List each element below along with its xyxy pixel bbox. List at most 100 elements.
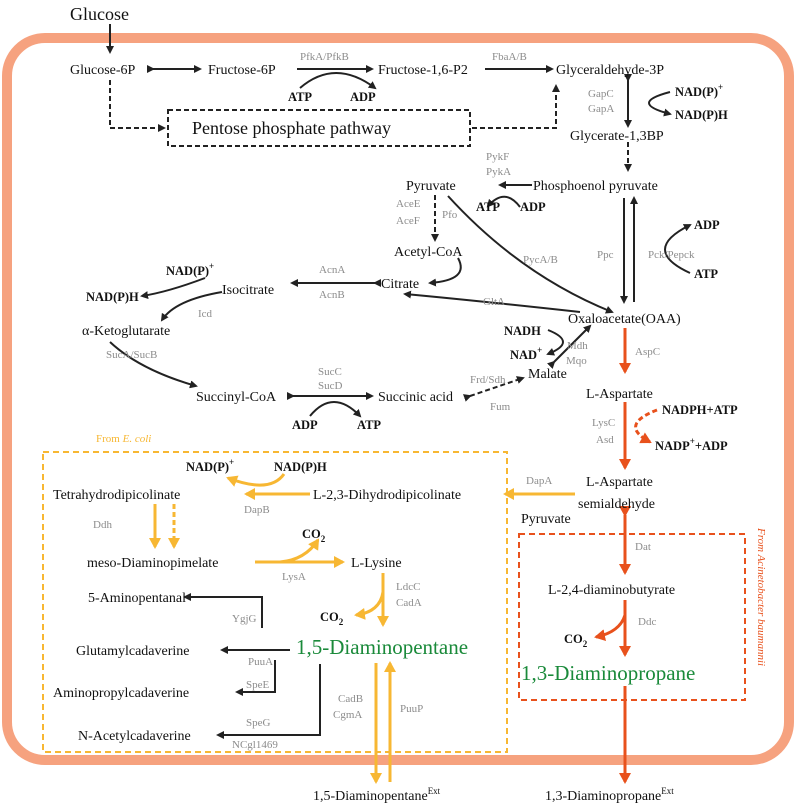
label-malate: Malate [528,367,567,382]
enzyme-ygjg: YgjG [232,613,257,625]
label-pyruvate: Pyruvate [406,179,456,194]
arrow-nadh-nad-mdh [546,329,564,356]
product-dapentane: 1,5-Diaminopentane [296,635,468,659]
enzyme-pck: Pck/Pepck [648,249,695,261]
cof-atp-suc: ATP [357,418,381,432]
ecoli-module-box [42,451,508,753]
arrow-succinic-malate [463,376,525,402]
enzyme-sucd: SucD [318,380,343,392]
acinetobacter-module-box [518,533,746,701]
label-meso: meso-Diaminopimelate [87,556,218,571]
label-g6p: Glucose-6P [70,63,136,78]
enzyme-asd: Asd [596,434,614,446]
arrow-ldcc-co2 [354,591,385,620]
cof-nadph-atp: NADPH+ATP [662,403,738,417]
cof-nadh-mdh: NADH [504,324,541,338]
enzyme-mqo: Mqo [566,355,587,367]
enzyme-acnb: AcnB [319,289,345,301]
enzyme-cgma: CgmA [333,709,362,721]
arrow-malate-oaa [546,324,592,370]
label-akg: α-Ketoglutarate [82,324,170,339]
cof-co2-ldcc: CO2 [320,610,344,627]
enzyme-spee: SpeE [246,679,270,691]
arrow-to-aminopentanal [183,593,263,628]
enzyme-dapa: DapA [526,475,552,487]
enzyme-dapb: DapB [244,504,270,516]
arrow-pyruvate-oaa [447,195,614,314]
arrow-akg-succinylcoa [109,341,198,389]
label-from-ecoli: From E. coli [96,433,151,445]
label-glucose: Glucose [70,4,129,24]
cof-atp-pfk: ATP [288,90,312,104]
enzyme-puua: PuuA [248,656,273,668]
label-dhdp: L-2,3-Dihydrodipicolinate [313,488,461,503]
arrow-lysa-co2 [279,538,320,564]
label-laspartate: L-Aspartate [586,387,653,402]
arrow-g6p-ppp [109,80,166,132]
enzyme-ldcc: LdcC [396,581,420,593]
label-nacetyl: N-Acetylcadaverine [78,729,191,744]
enzyme-glta: GltA [483,296,505,308]
enzyme-acna: AcnA [319,264,345,276]
enzyme-ncgl: NCgl1469 [232,739,278,751]
label-g3p: Glyceraldehyde-3P [556,63,664,78]
label-f16p2: Fructose-1,6-P2 [378,63,468,78]
label-from-acinetobacter: From Acinetobacter baumannii [755,527,767,666]
label-isocitrate: Isocitrate [222,283,274,298]
cof-co2-ddc: CO2 [564,632,588,649]
label-acetylcoa: Acetyl-CoA [394,245,463,260]
enzyme-puup: PuuP [400,703,423,715]
cof-nadp-gap: NAD(P)+ [675,82,723,99]
arrow-ppp-g3p [472,84,560,129]
product-dapropane: 1,3-Diaminopropane [521,661,695,685]
cof-adp-suc: ADP [292,418,318,432]
enzyme-cadb: CadB [338,693,363,705]
arrow-adp-atp-pyk [486,195,521,208]
label-thdp: Tetrahydrodipicolinate [53,488,180,503]
enzyme-pfo: Pfo [442,209,458,221]
cof-nad-mdh: NAD+ [510,345,542,362]
cof-co2-lysa: CO2 [302,527,326,544]
label-f6p: Fructose-6P [208,63,276,78]
label-dapentane-ext: 1,5-DiaminopentaneExt [313,786,441,804]
cof-nadph-icd: NAD(P)H [86,290,139,304]
cof-nadp-icd: NAD(P)+ [166,261,214,278]
arrow-isocitrate-akg [160,291,223,322]
arrow-ddc-co2 [594,614,627,642]
enzyme-ddh: Ddh [93,519,112,531]
enzyme-ppc: Ppc [597,249,614,261]
label-lysine: L-Lysine [351,556,402,571]
label-ppp: Pentose phosphate pathway [192,118,391,138]
arrow-nadph-nadp-dapb [226,473,286,487]
cof-nadph-gap: NAD(P)H [675,108,728,122]
enzyme-ddc: Ddc [638,616,656,628]
enzyme-pyca: PycA/B [523,254,558,266]
label-pyruvate2: Pyruvate [521,512,571,527]
arrow-nadp-nadph-gap [648,91,672,117]
label-aminopropyl: Aminopropylcadaverine [53,686,189,701]
enzyme-pfk: PfkA/PfkB [300,51,349,63]
enzyme-gapc: GapC [588,88,614,100]
label-pep: Phosphoenol pyruvate [533,179,658,194]
arrow-to-nacetyl [216,664,321,739]
label-dab: L-2,4-diaminobutyrate [548,583,675,598]
enzyme-fum: Fum [490,401,511,413]
enzyme-lysa: LysA [282,571,306,583]
enzyme-speg: SpeG [246,717,271,729]
arrow-oaa-citrate [403,290,581,313]
arrow-acetylcoa-citrate [428,257,462,287]
label-dapropane-ext: 1,3-DiaminopropaneExt [545,786,674,804]
label-aminopentanal: 5-Aminopentanal [88,591,186,606]
arrow-nadp-nadph-icd [140,277,206,300]
label-citrate: Citrate [381,277,419,292]
arrow-adp-atp-suc [309,401,362,418]
ppp-box [167,109,471,147]
label-lasa-line1: L-Aspartate [586,475,653,490]
enzyme-acee: AceE [396,198,421,210]
cof-atp-pck: ATP [694,267,718,281]
enzyme-icd: Icd [198,308,213,320]
arrow-atp-adp-pfk [299,72,377,90]
enzyme-sucab: SucA/SucB [106,349,157,361]
